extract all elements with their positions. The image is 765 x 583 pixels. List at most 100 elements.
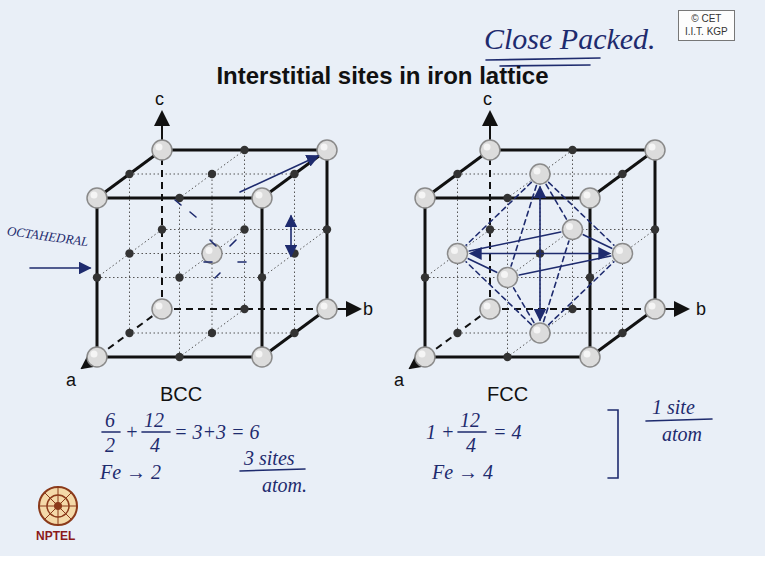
pen-stroke bbox=[544, 241, 569, 322]
copyright-text: © CET bbox=[685, 13, 728, 26]
axis-label: b bbox=[696, 300, 706, 318]
atom-highlight bbox=[419, 192, 426, 199]
iron-atom bbox=[87, 347, 107, 367]
atom-highlight bbox=[256, 192, 263, 199]
interstitial-site bbox=[240, 225, 248, 233]
copyright-box: © CETI.I.T. KGP bbox=[678, 10, 735, 41]
atom-highlight bbox=[156, 303, 163, 310]
iron-atom bbox=[87, 188, 107, 208]
grid-line bbox=[458, 253, 623, 254]
iron-atom bbox=[580, 188, 600, 208]
iron-atom bbox=[498, 268, 518, 288]
atom-highlight bbox=[534, 168, 541, 175]
interstitial-site bbox=[290, 170, 298, 178]
iron-atom bbox=[645, 299, 665, 319]
axis-label: b bbox=[363, 300, 373, 318]
pen-stroke bbox=[549, 262, 614, 325]
interstitial-site bbox=[93, 273, 101, 281]
bcc-cube bbox=[82, 112, 360, 368]
lattice-name: FCC bbox=[487, 384, 528, 404]
handwritten-note: 3 sites bbox=[244, 448, 295, 468]
atom-highlight bbox=[566, 223, 573, 230]
fraction-part: + bbox=[125, 422, 139, 442]
interstitial-site bbox=[125, 170, 133, 178]
pen-stroke bbox=[469, 232, 561, 251]
atom-highlight bbox=[649, 144, 656, 151]
atom-highlight bbox=[419, 351, 426, 358]
interstitial-site bbox=[240, 146, 248, 154]
interstitial-site bbox=[618, 329, 626, 337]
atom-highlight bbox=[616, 247, 623, 254]
interstitial-site bbox=[486, 225, 494, 233]
pen-stroke bbox=[471, 253, 610, 255]
atom-highlight bbox=[584, 192, 591, 199]
iron-atom bbox=[152, 299, 172, 319]
slide-title: Interstitial sites in iron lattice bbox=[0, 62, 765, 90]
interstitial-site bbox=[290, 329, 298, 337]
interstitial-site bbox=[586, 273, 594, 281]
interstitial-site bbox=[175, 353, 183, 361]
hidden-edge bbox=[97, 309, 162, 357]
cube-edge bbox=[590, 309, 655, 357]
cube-edge bbox=[590, 150, 655, 198]
atom-highlight bbox=[534, 327, 541, 334]
nptel-emblem bbox=[39, 487, 77, 525]
iron-atom bbox=[317, 140, 337, 160]
iron-atom bbox=[252, 188, 272, 208]
iron-atom bbox=[613, 244, 633, 264]
atom-highlight bbox=[256, 351, 263, 358]
interstitial-site bbox=[453, 170, 461, 178]
pen-stroke bbox=[514, 288, 534, 323]
iron-atom bbox=[480, 299, 500, 319]
interstitial-site bbox=[125, 329, 133, 337]
atom-highlight bbox=[321, 303, 328, 310]
atom-highlight bbox=[484, 144, 491, 151]
atom-highlight bbox=[91, 192, 98, 199]
nptel-logo-text: NPTEL bbox=[36, 530, 75, 542]
interstitial-site bbox=[258, 273, 266, 281]
atom-highlight bbox=[156, 144, 163, 151]
pen-stroke bbox=[511, 185, 536, 266]
interstitial-site bbox=[453, 329, 461, 337]
cube-edge bbox=[425, 150, 490, 198]
interstitial-site bbox=[175, 273, 183, 281]
interstitial-site bbox=[323, 225, 331, 233]
fraction-part: 12 bbox=[460, 410, 480, 430]
handwritten-formula: 1 + bbox=[426, 422, 455, 442]
interstitial-site bbox=[208, 170, 216, 178]
atom-highlight bbox=[501, 271, 508, 278]
interstitial-site bbox=[125, 249, 133, 257]
interstitial-site bbox=[158, 225, 166, 233]
axis-label: a bbox=[66, 371, 76, 389]
axis-label: a bbox=[394, 371, 404, 389]
atom-highlight bbox=[649, 303, 656, 310]
fraction-part: 4 bbox=[150, 435, 160, 455]
hidden-edge bbox=[425, 309, 490, 357]
atom-highlight bbox=[321, 144, 328, 151]
iron-atom bbox=[415, 188, 435, 208]
interstitial-site bbox=[208, 329, 216, 337]
iron-atom bbox=[252, 347, 272, 367]
interstitial-site bbox=[503, 353, 511, 361]
handwritten-note: 1 site bbox=[652, 397, 695, 417]
pen-stroke bbox=[583, 235, 611, 249]
fcc-cube bbox=[410, 112, 688, 368]
interstitial-site bbox=[421, 273, 429, 281]
fraction-part: 12 bbox=[144, 410, 164, 430]
pen-stroke bbox=[468, 259, 496, 273]
interstitial-site bbox=[503, 194, 511, 202]
iron-atom bbox=[530, 323, 550, 343]
handwritten-formula: Fe → 4 bbox=[432, 462, 493, 482]
atom-highlight bbox=[484, 303, 491, 310]
cube-edge bbox=[97, 150, 162, 198]
pen-stroke bbox=[549, 182, 614, 245]
handwritten-note: atom bbox=[662, 424, 702, 444]
iron-atom bbox=[580, 347, 600, 367]
atom-highlight bbox=[91, 351, 98, 358]
handwritten-note: Close Packed. bbox=[484, 24, 656, 54]
iron-atom bbox=[448, 244, 468, 264]
interstitial-site bbox=[568, 305, 576, 313]
iron-atom bbox=[202, 244, 222, 264]
handwritten-formula: Fe → 2 bbox=[100, 462, 161, 482]
interstitial-site bbox=[568, 146, 576, 154]
